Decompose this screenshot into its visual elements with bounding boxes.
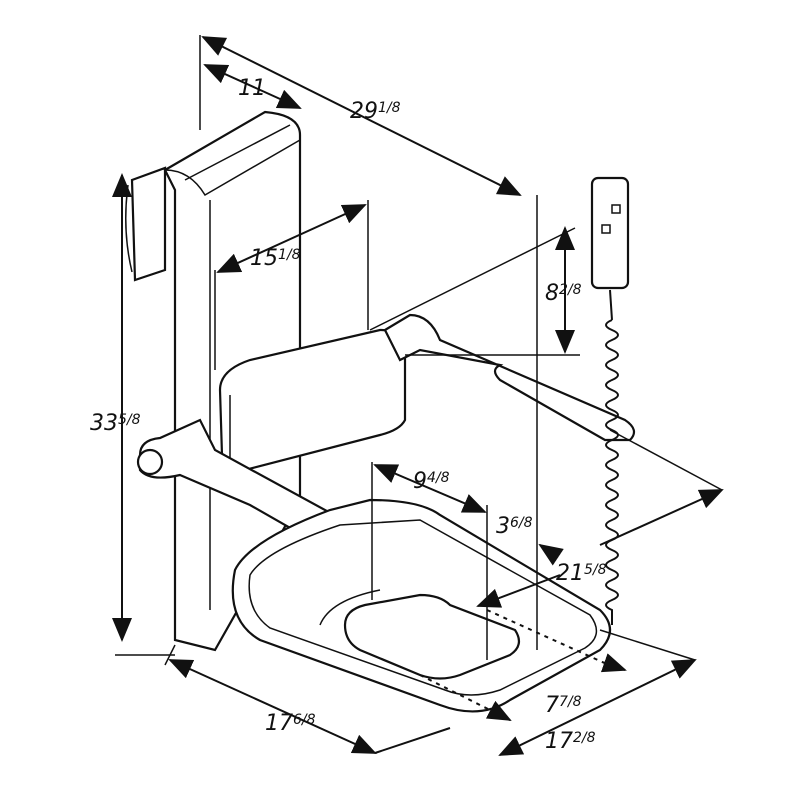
dim-armrest-height: 82/8 bbox=[545, 281, 582, 306]
dim-seat-width: 172/8 bbox=[545, 729, 596, 754]
armrest-right bbox=[383, 313, 636, 442]
dim-armrest-spacing: 215/8 bbox=[556, 561, 607, 586]
dim-opening-offset: 36/8 bbox=[496, 514, 533, 539]
wall-bracket bbox=[130, 166, 167, 282]
dim-overall-height: 335/8 bbox=[90, 411, 141, 436]
coiled-cable bbox=[605, 289, 619, 625]
dim-seat-front: 77/8 bbox=[545, 693, 582, 718]
seat-opening bbox=[343, 593, 521, 680]
dim-overall-depth: 291/8 bbox=[350, 99, 401, 124]
dim-seat-opening-width: 94/8 bbox=[413, 469, 450, 494]
dimension-lines bbox=[112, 35, 724, 756]
dim-backrest-width: 151/8 bbox=[250, 246, 301, 271]
dim-wall-depth: 11 bbox=[238, 76, 266, 101]
dim-frame-width: 176/8 bbox=[265, 711, 316, 736]
